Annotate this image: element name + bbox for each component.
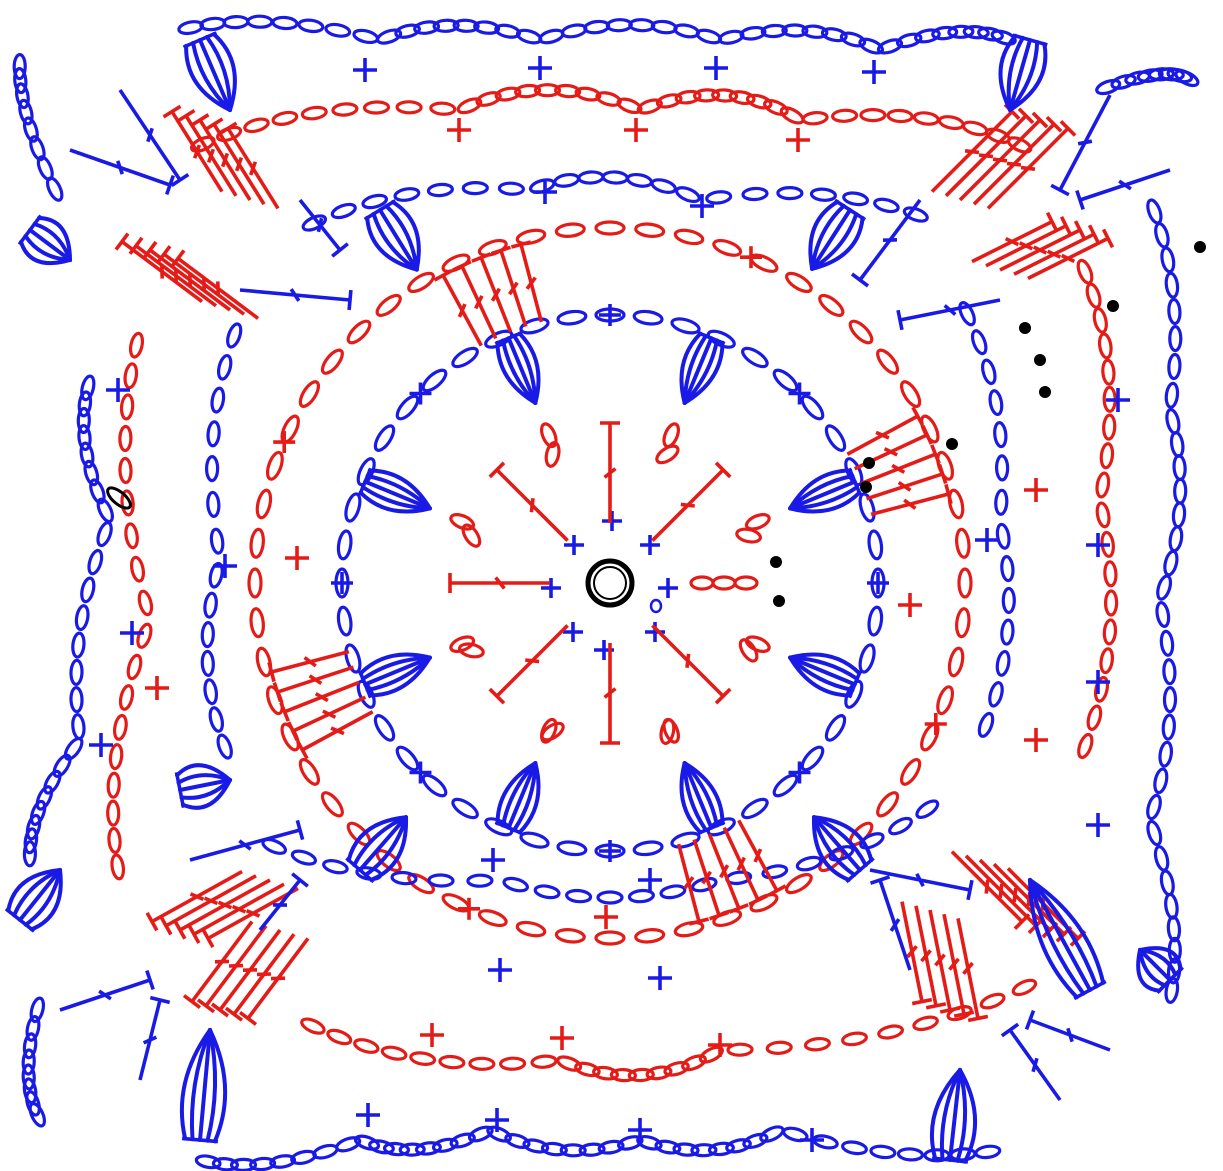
slip-stitch-dot bbox=[1107, 300, 1119, 312]
double-crochet-slash bbox=[525, 660, 539, 662]
double-crochet-slash bbox=[993, 159, 1007, 161]
double-crochet-slash bbox=[979, 155, 993, 157]
double-crochet-slash bbox=[531, 498, 533, 512]
double-crochet-slash bbox=[1078, 141, 1092, 144]
slip-stitch-dot bbox=[946, 438, 958, 450]
slip-stitch-dot bbox=[1039, 386, 1051, 398]
double-crochet-slash bbox=[1021, 168, 1035, 170]
double-crochet-slash bbox=[1000, 884, 1002, 898]
slip-stitch-dot bbox=[773, 595, 785, 607]
double-crochet-slash bbox=[986, 880, 988, 894]
slip-stitch-dot bbox=[770, 556, 782, 568]
double-crochet-slash bbox=[1007, 163, 1021, 165]
double-crochet-top bbox=[349, 290, 351, 310]
slip-stitch-dot bbox=[1019, 322, 1031, 334]
slip-stitch-dot bbox=[860, 481, 872, 493]
double-crochet-slash bbox=[681, 504, 695, 506]
double-crochet-slash bbox=[687, 654, 689, 668]
slip-stitch-dot bbox=[863, 457, 875, 469]
slip-stitch-dot bbox=[1034, 354, 1046, 366]
slip-stitch-dot bbox=[1194, 241, 1206, 253]
double-crochet-slash bbox=[965, 151, 979, 153]
double-crochet-slash bbox=[1014, 888, 1016, 902]
